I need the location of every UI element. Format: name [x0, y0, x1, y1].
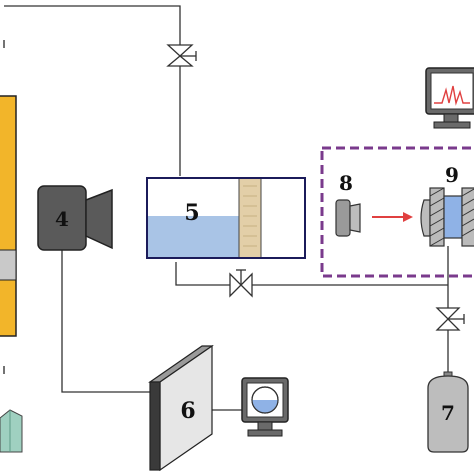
monitor-icon [425, 67, 474, 129]
valve-icon [229, 269, 253, 298]
teal-block [0, 409, 23, 453]
cylinder-label: 7 [441, 401, 455, 425]
gas-cylinder: 7 [427, 371, 469, 453]
monitor-icon [241, 377, 289, 437]
light-source: 8 [335, 171, 361, 237]
valve-icon [166, 44, 197, 67]
dashed-enclosure [320, 146, 474, 278]
controller-unit: 6 [148, 344, 214, 472]
valve-icon [435, 307, 465, 331]
light-source-label: 8 [339, 171, 353, 195]
water-tank: 5 [146, 177, 306, 259]
controller-label: 6 [180, 398, 195, 424]
left-frame [0, 40, 17, 374]
piping [4, 5, 449, 411]
sample-cell: 9 [420, 163, 474, 247]
camera-icon: 4 [37, 185, 113, 251]
tank-label: 5 [184, 200, 199, 226]
arrow-icon [372, 212, 413, 222]
sample-cell-label: 9 [445, 163, 459, 187]
camera-label: 4 [55, 207, 69, 231]
